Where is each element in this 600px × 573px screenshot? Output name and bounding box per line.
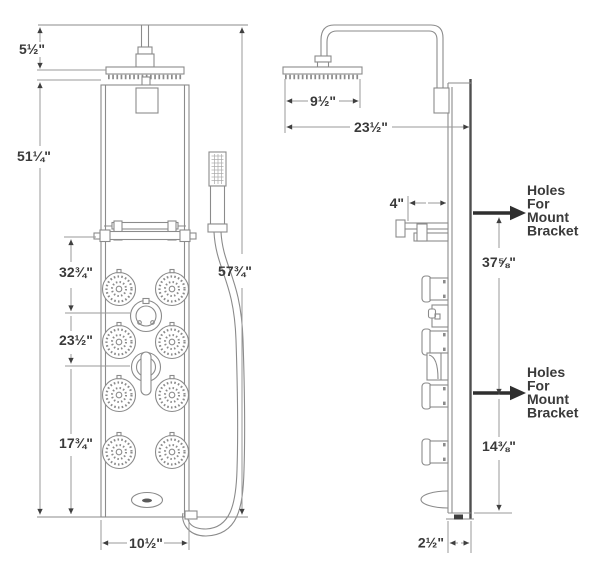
arrow-head-icon xyxy=(510,385,526,401)
rain-shower-head-side xyxy=(282,66,363,80)
dim-label: 17¾" xyxy=(59,435,93,451)
head-connector-box-side xyxy=(433,87,450,114)
hose-connector xyxy=(184,510,198,520)
diverter-knob-side xyxy=(427,304,449,328)
shower-arm-pipe xyxy=(135,25,155,68)
lever-handle xyxy=(130,351,162,396)
note-line: For xyxy=(527,196,550,212)
note-line: Holes xyxy=(527,182,565,198)
dim-overall-height: 57¾" xyxy=(218,27,252,515)
dim-label: 23½" xyxy=(59,332,93,348)
body-jet-side xyxy=(421,438,449,466)
arrow-head-icon xyxy=(510,205,526,221)
dim-label: 2½" xyxy=(418,535,444,551)
note-line: Holes xyxy=(527,364,565,380)
body-jet-side xyxy=(421,328,449,356)
side-view: Holes For Mount Bracket Holes For Mount … xyxy=(282,24,579,553)
hand-shower xyxy=(207,151,228,233)
dim-label: 10½" xyxy=(129,535,163,551)
dim-label: 4" xyxy=(390,195,404,211)
dim-panel-depth: 2½" xyxy=(418,535,470,551)
dim-handle-height: 17¾" xyxy=(59,354,93,514)
diverter-knob xyxy=(129,297,163,333)
lever-handle-side xyxy=(426,352,449,381)
dim-showerhead-reach: 23½" xyxy=(286,119,469,135)
dim-diverter-height: 23½" xyxy=(59,288,93,348)
mount-bracket-arrow-lower xyxy=(473,385,526,401)
dim-label: 32¾" xyxy=(59,264,93,280)
dim-label: 37⅝" xyxy=(482,254,516,270)
mount-bracket-arrow-upper xyxy=(473,205,526,221)
note-line: Mount xyxy=(527,391,569,407)
dim-head-above-panel: 5½" xyxy=(19,27,45,69)
body-jet-side xyxy=(421,275,449,303)
dim-label: 51¼" xyxy=(17,148,51,164)
base-foot xyxy=(454,514,463,520)
note-line: Bracket xyxy=(527,223,579,239)
dim-panel-width: 10½" xyxy=(100,520,190,551)
front-view: 5½" 51¼" 57¾" 32¾" 23½" 17¾" xyxy=(17,24,252,551)
tub-spout xyxy=(130,491,164,509)
dim-upper-bracket-height: 37⅝" xyxy=(482,217,516,395)
dim-label: 23½" xyxy=(354,119,388,135)
towel-bar-side xyxy=(395,219,449,242)
dim-label: 5½" xyxy=(19,41,45,57)
dim-label: 57¾" xyxy=(218,263,252,279)
mount-bracket-note-upper: Holes For Mount Bracket xyxy=(527,182,579,239)
note-line: Bracket xyxy=(527,405,579,421)
note-line: Mount xyxy=(527,209,569,225)
dim-towel-bar-height: 32¾" xyxy=(59,239,93,280)
dim-showerhead-width: 9½" xyxy=(286,93,359,109)
dim-label: 14⅜" xyxy=(482,438,516,454)
tub-spout-side xyxy=(420,490,449,509)
dim-lower-bracket-height: 14⅜" xyxy=(482,399,516,511)
dim-panel-height: 51¼" xyxy=(17,82,51,515)
dim-label: 9½" xyxy=(310,93,336,109)
mount-bracket-note-lower: Holes For Mount Bracket xyxy=(527,364,579,421)
spray-face-hatch xyxy=(211,154,224,184)
shower-hose xyxy=(182,231,246,537)
note-line: For xyxy=(527,378,550,394)
head-connector-box xyxy=(135,87,159,114)
dim-towel-bar-depth: 4" xyxy=(390,195,446,211)
towel-bar xyxy=(93,220,197,243)
body-jet-side xyxy=(421,382,449,410)
shower-arm xyxy=(314,24,444,84)
